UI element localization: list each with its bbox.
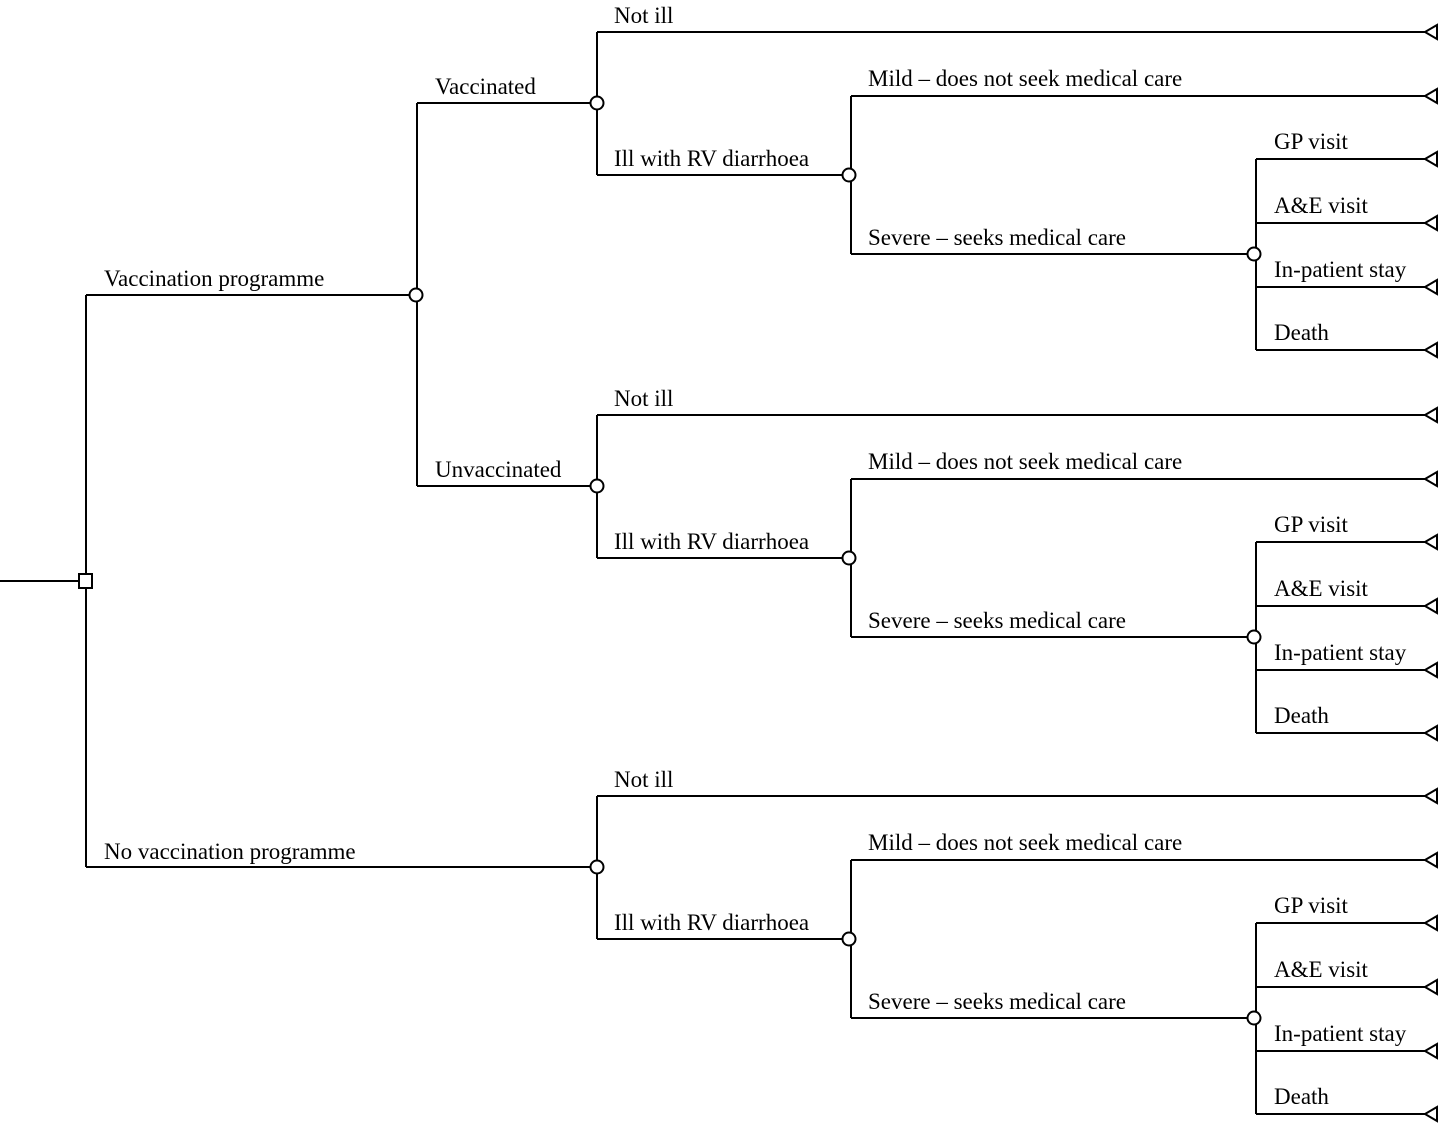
chance-node-icon bbox=[1246, 629, 1262, 645]
branch-label-outcome: In-patient stay bbox=[1274, 1021, 1407, 1046]
chance-node-icon bbox=[1246, 1010, 1262, 1026]
branch-label-severe: Severe – seeks medical care bbox=[868, 225, 1126, 250]
chance-node-icon bbox=[589, 95, 605, 111]
chance-node-icon bbox=[841, 931, 857, 947]
chance-node-icon bbox=[408, 287, 424, 303]
terminal-node-icon bbox=[1423, 787, 1438, 805]
terminal-node-icon bbox=[1423, 341, 1438, 359]
terminal-node-icon bbox=[1423, 470, 1438, 488]
chance-node-icon bbox=[589, 478, 605, 494]
branch-label-mild: Mild – does not seek medical care bbox=[868, 830, 1182, 855]
branch-label-outcome: GP visit bbox=[1274, 893, 1349, 918]
terminal-node-icon bbox=[1423, 87, 1438, 105]
branch-label-outcome: A&E visit bbox=[1274, 957, 1369, 982]
chance-node-icon bbox=[589, 859, 605, 875]
branch-label-outcome: In-patient stay bbox=[1274, 257, 1407, 282]
terminal-node-icon bbox=[1423, 978, 1438, 996]
branch-label-no-vaccination-programme: No vaccination programme bbox=[104, 839, 356, 864]
terminal-node-icon bbox=[1423, 724, 1438, 742]
terminal-node-icon bbox=[1423, 1042, 1438, 1060]
branch-label-outcome: Death bbox=[1274, 1084, 1329, 1109]
terminal-node-icon bbox=[1423, 23, 1438, 41]
branch-label-vaccinated: Vaccinated bbox=[435, 74, 536, 99]
branch-label-unvaccinated: Unvaccinated bbox=[435, 457, 562, 482]
decision-node-icon bbox=[78, 573, 93, 589]
branch-label-ill: Ill with RV diarrhoea bbox=[614, 146, 809, 171]
branch-label-outcome: Death bbox=[1274, 320, 1329, 345]
branch-label-not-ill: Not ill bbox=[614, 3, 673, 28]
branch-label-outcome: Death bbox=[1274, 703, 1329, 728]
branch-label-outcome: GP visit bbox=[1274, 129, 1349, 154]
terminal-node-icon bbox=[1423, 1105, 1438, 1123]
terminal-node-icon bbox=[1423, 150, 1438, 168]
branch-label-mild: Mild – does not seek medical care bbox=[868, 66, 1182, 91]
branch-label-outcome: A&E visit bbox=[1274, 576, 1369, 601]
chance-node-icon bbox=[841, 550, 857, 566]
terminal-node-icon bbox=[1423, 597, 1438, 615]
branch-label-outcome: In-patient stay bbox=[1274, 640, 1407, 665]
terminal-node-icon bbox=[1423, 214, 1438, 232]
terminal-node-icon bbox=[1423, 278, 1438, 296]
terminal-node-icon bbox=[1423, 851, 1438, 869]
branch-label-outcome: GP visit bbox=[1274, 512, 1349, 537]
chance-node-icon bbox=[1246, 246, 1262, 262]
branch-label-severe: Severe – seeks medical care bbox=[868, 989, 1126, 1014]
terminal-node-icon bbox=[1423, 914, 1438, 932]
branch-label-ill: Ill with RV diarrhoea bbox=[614, 910, 809, 935]
branch-label-severe: Severe – seeks medical care bbox=[868, 608, 1126, 633]
branch-label-mild: Mild – does not seek medical care bbox=[868, 449, 1182, 474]
branch-label-not-ill: Not ill bbox=[614, 386, 673, 411]
chance-node-icon bbox=[841, 167, 857, 183]
terminal-node-icon bbox=[1423, 406, 1438, 424]
branch-label-vaccination-programme: Vaccination programme bbox=[104, 266, 324, 291]
branch-label-not-ill: Not ill bbox=[614, 767, 673, 792]
branch-label-outcome: A&E visit bbox=[1274, 193, 1369, 218]
terminal-node-icon bbox=[1423, 661, 1438, 679]
branch-label-ill: Ill with RV diarrhoea bbox=[614, 529, 809, 554]
terminal-node-icon bbox=[1423, 533, 1438, 551]
